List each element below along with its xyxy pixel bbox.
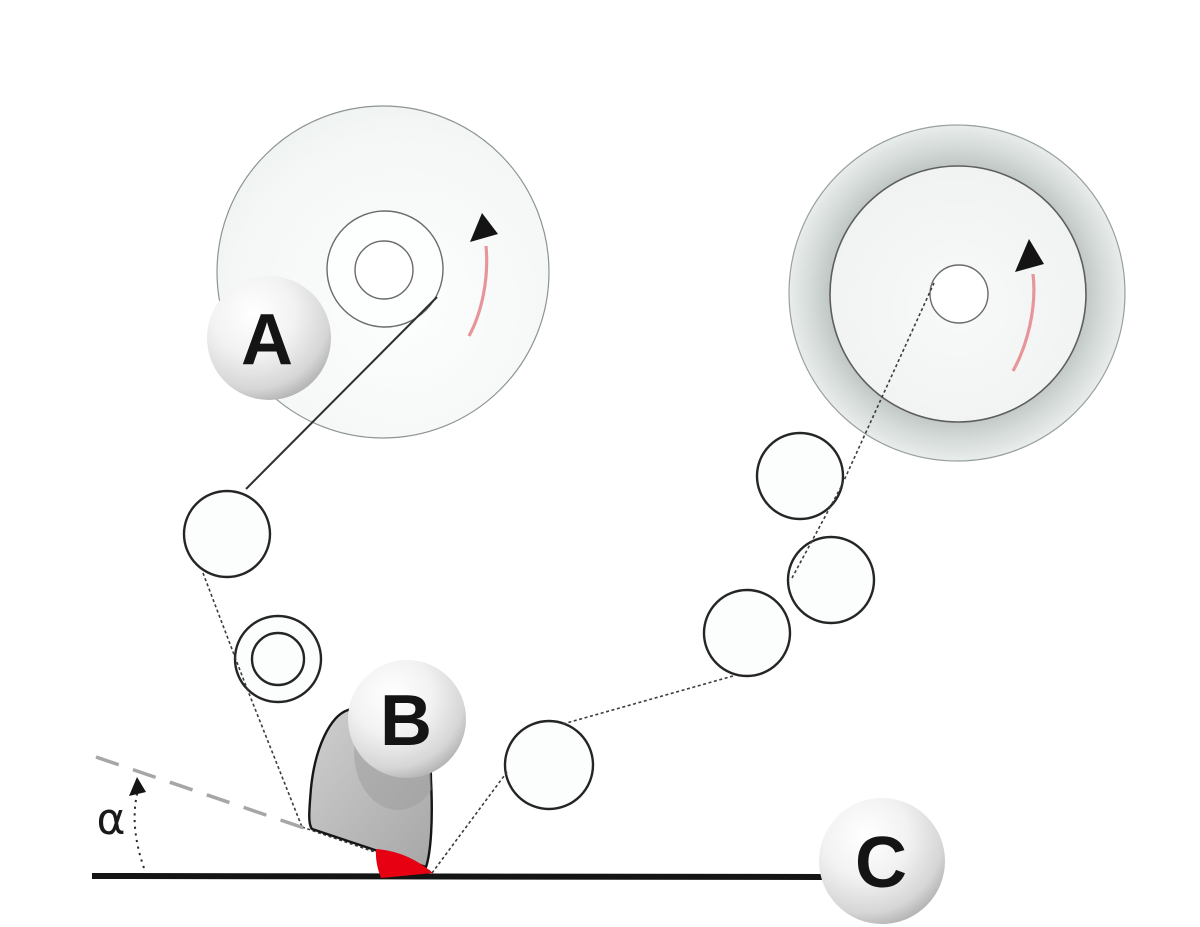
takeup-reel-core bbox=[929, 264, 989, 324]
peel-tip-arrow bbox=[375, 849, 433, 878]
takeup-rotation-arrowhead-icon bbox=[1015, 239, 1044, 272]
marker-c-sphere bbox=[819, 798, 945, 924]
supply-rotation-arrowhead-icon bbox=[470, 213, 498, 242]
peel-angle-group: α bbox=[95, 755, 308, 869]
peel-angle-label: α bbox=[96, 794, 125, 845]
marker-a: A bbox=[207, 276, 331, 400]
guide-roller-right-lower bbox=[702, 588, 792, 678]
supply-rotation-arrow bbox=[467, 213, 498, 337]
guide-roller-left-upper bbox=[182, 489, 272, 579]
tape-line-rollers-to-takeup bbox=[791, 282, 935, 579]
marker-b-label: B bbox=[380, 681, 432, 761]
peel-angle-dashed-line bbox=[95, 755, 308, 831]
marker-c-label: C bbox=[855, 823, 907, 903]
marker-c: C bbox=[819, 798, 945, 924]
marker-a-sphere bbox=[207, 276, 331, 400]
tape-line-peel-to-center-roller bbox=[431, 771, 508, 874]
marker-b: B bbox=[348, 660, 466, 778]
guide-rollers bbox=[182, 431, 876, 811]
tape-line-roller-to-peel bbox=[202, 572, 303, 828]
supply-reel-core bbox=[354, 240, 414, 300]
marker-b-sphere bbox=[348, 660, 466, 778]
takeup-reel bbox=[788, 124, 1126, 462]
takeup-rotation-arrow bbox=[1011, 239, 1044, 372]
web-base-line bbox=[91, 873, 823, 880]
guide-roller-right-upper bbox=[755, 431, 845, 521]
guide-roller-right-middle bbox=[786, 535, 876, 625]
guide-roller-center bbox=[503, 719, 595, 811]
tension-roller-inner bbox=[250, 631, 306, 687]
marker-a-label: A bbox=[241, 300, 293, 380]
angle-arc bbox=[133, 789, 145, 869]
supply-rotation-curve bbox=[467, 245, 489, 337]
takeup-rotation-curve bbox=[1011, 273, 1036, 372]
angle-arc-arrowhead-icon bbox=[129, 777, 146, 796]
tape-line-center-to-right-roller bbox=[562, 675, 734, 725]
tape-line-supply-to-roller bbox=[245, 296, 438, 490]
